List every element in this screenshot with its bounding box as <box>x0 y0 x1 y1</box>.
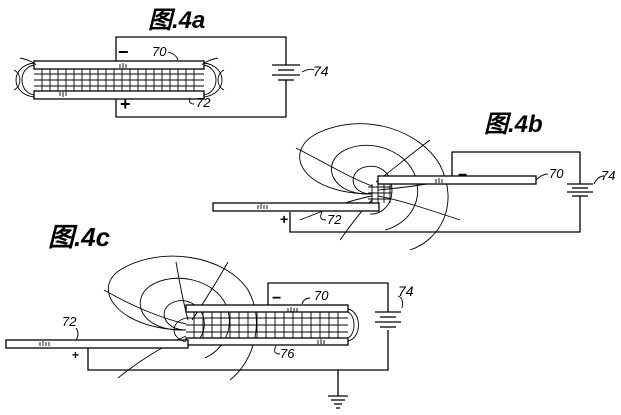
figure-4c-top-plate <box>185 304 349 313</box>
figure-4c-ground-symbol <box>328 395 348 409</box>
figure-4b-overlap-grid <box>368 184 392 203</box>
figure-4b-top-plate-ref: 70 <box>549 166 564 181</box>
figure-4c-bottom-plate <box>5 339 189 349</box>
figure-4c-field-grid <box>186 308 359 342</box>
figure-4c-dielectric-leader <box>274 345 281 355</box>
figure-4a-bottom-plate <box>33 90 205 100</box>
figure-4b: 图.4b 74 <box>212 111 615 251</box>
figure-4a-bottom-plate-leader <box>189 97 195 105</box>
figure-4a-top-plate-ref: 70 <box>152 44 167 59</box>
figure-4a-field-grid <box>34 69 204 91</box>
figure-4b-minus-sign: − <box>458 167 467 184</box>
figure-4a-fringe-lines <box>13 57 225 98</box>
figure-4c-minus-sign: − <box>272 290 281 307</box>
figure-4c-wrap-line <box>173 317 187 343</box>
figure-4b-plus-sign: + <box>280 211 288 227</box>
figure-4b-top-plate <box>377 175 537 185</box>
figure-4c-bottom-plate-leader <box>75 327 79 341</box>
figure-4a-wire-top <box>115 36 287 65</box>
figure-4b-top-plate-leader <box>535 173 549 181</box>
figure-4a-charge-marks <box>59 63 127 97</box>
figure-4c-wire-top <box>267 282 389 312</box>
figure-4b-battery-ref: 74 <box>601 168 615 183</box>
figure-4c: 图.4c 74 <box>5 222 414 409</box>
figure-4b-charge-marks <box>257 178 443 209</box>
figure-4c-battery-leader <box>397 295 403 309</box>
figure-4c-bottom-plate-ref: 72 <box>62 314 77 329</box>
figure-4a-bottom-plate-ref: 72 <box>196 95 211 110</box>
figure-4b-wire-top <box>451 151 581 184</box>
figure-4c-dielectric-ref: 76 <box>280 346 295 361</box>
figure-4b-bottom-plate <box>212 202 380 212</box>
figure-4c-charge-marks <box>39 307 325 346</box>
figure-4a-title: 图.4a <box>148 7 205 34</box>
figure-4a-battery <box>272 64 300 81</box>
figure-4c-wire-bottom <box>87 330 389 371</box>
figure-4a-top-plate <box>33 60 205 70</box>
figure-4b-battery-leader <box>593 175 605 185</box>
figure-4b-title: 图.4b <box>484 111 543 138</box>
figure-4a-plus-sign: + <box>120 94 131 114</box>
figure-4a-minus-sign: − <box>118 42 129 62</box>
figure-4a-battery-leader <box>301 68 315 73</box>
figure-4b-bottom-plate-leader <box>320 211 327 221</box>
figure-4c-battery-ref: 74 <box>398 283 414 299</box>
figure-4b-battery <box>567 183 593 197</box>
figure-4c-top-plate-leader <box>301 297 311 305</box>
figure-4c-battery <box>375 311 401 328</box>
figure-4a-battery-ref: 74 <box>313 63 329 79</box>
figure-4a-top-plate-leader <box>167 51 179 61</box>
figure-4c-plus-sign: + <box>72 348 79 362</box>
figure-4a-wire-bottom <box>115 80 287 118</box>
figure-4b-bottom-plate-ref: 72 <box>327 212 342 227</box>
figure-4a: 图.4a 74 <box>13 7 329 118</box>
figure-4c-top-plate-ref: 70 <box>314 288 329 303</box>
figure-4b-wire-bottom <box>289 196 581 233</box>
figure-4c-title: 图.4c <box>48 222 111 252</box>
